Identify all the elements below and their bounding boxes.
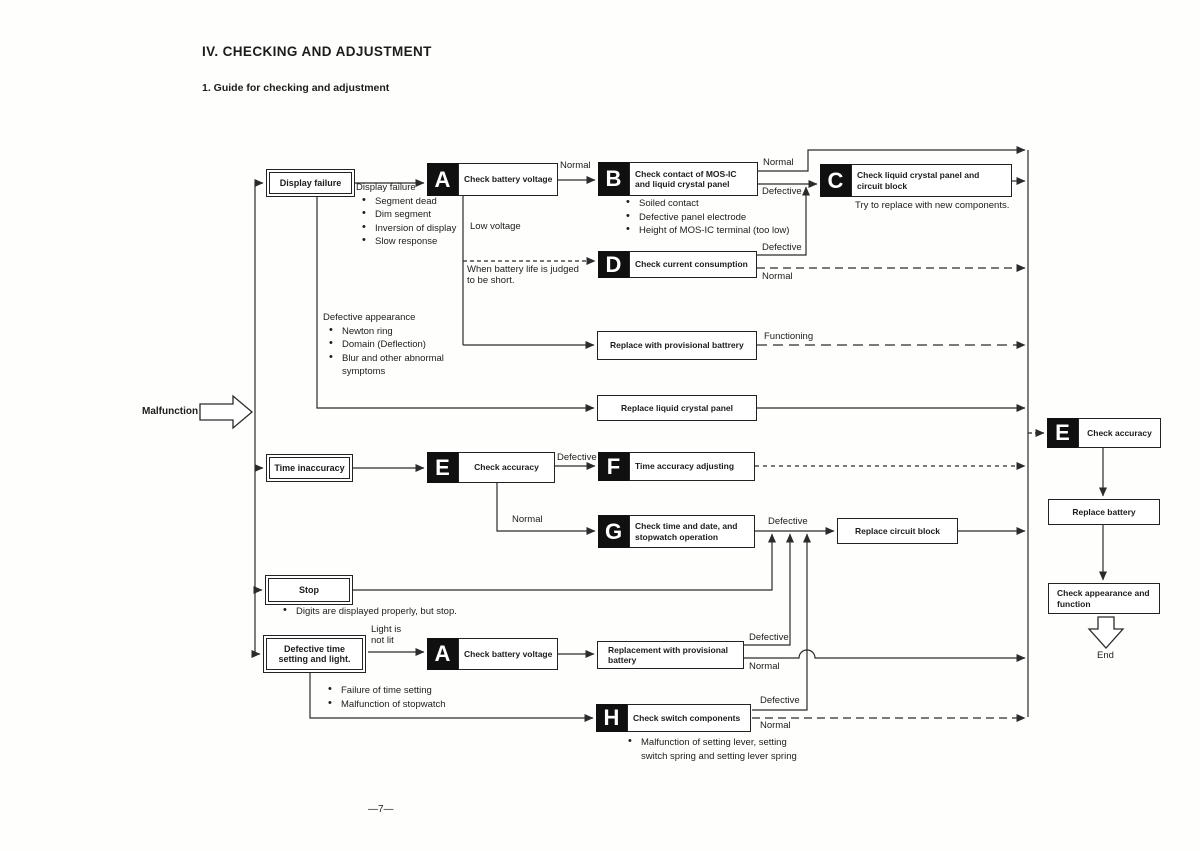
check-c-letter: C — [820, 164, 851, 197]
note-defective-appearance: Defective appearance Newton ring Domain … — [323, 311, 475, 379]
edge-replacement-normal — [743, 649, 1026, 662]
note-defective-appearance-title: Defective appearance — [323, 312, 416, 323]
check-e2-label: Check accuracy — [1078, 418, 1161, 448]
action-replace-battery: Replace battery — [1048, 499, 1160, 525]
label-light-not-lit: Light is not lit — [371, 624, 402, 646]
page-subtitle: 1. Guide for checking and adjustment — [202, 82, 390, 94]
end-label: End — [1097, 650, 1114, 661]
symptom-display-failure: Display failure — [266, 169, 355, 197]
label-d-defective: Defective — [762, 242, 802, 253]
edge-stop-riser — [353, 533, 776, 591]
symptom-stop: Stop — [265, 575, 353, 605]
check-f: F Time accuracy adjusting — [598, 452, 755, 481]
label-h-defective: Defective — [760, 695, 800, 706]
check-e2: E Check accuracy — [1047, 418, 1161, 448]
note-display-failure-title: Display failure — [356, 182, 416, 193]
label-h-normal: Normal — [760, 720, 791, 731]
label-b-defective: Defective — [762, 186, 802, 197]
check-d-label: Check current consumption — [629, 251, 757, 278]
check-a2-label: Check battery voltage — [458, 638, 559, 670]
check-b-letter: B — [598, 162, 629, 196]
note-item: Newton ring — [329, 324, 475, 339]
edge-defective-appearance — [316, 197, 595, 412]
note-item: Inversion of display — [362, 221, 506, 236]
check-f-letter: F — [598, 452, 629, 481]
check-g-label: Check time and date, and stopwatch opera… — [629, 515, 755, 548]
check-h: H Check switch components — [596, 704, 751, 732]
check-c: C Check liquid crystal panel and circuit… — [820, 164, 1012, 197]
check-e1-letter: E — [427, 452, 458, 483]
label-low-voltage: Low voltage — [470, 221, 521, 232]
check-g: G Check time and date, and stopwatch ope… — [598, 515, 755, 548]
check-e2-letter: E — [1047, 418, 1078, 448]
note-item: Domain (Deflection) — [329, 337, 475, 352]
note-item: Slow response — [362, 234, 506, 249]
check-a2-letter: A — [427, 638, 458, 670]
symptom-display-failure-label: Display failure — [269, 172, 352, 194]
check-h-label: Check switch components — [627, 704, 751, 732]
label-e-normal: Normal — [512, 514, 543, 525]
symptom-defective-time-setting-label: Defective time setting and light. — [266, 638, 363, 670]
check-b: B Check contact of MOS-IC and liquid cry… — [598, 162, 758, 196]
note-item: Height of MOS-IC terminal (too low) — [626, 223, 835, 238]
check-f-label: Time accuracy adjusting — [629, 452, 755, 481]
page-number: —7— — [368, 804, 394, 815]
note-item: Defective panel electrode — [626, 210, 835, 225]
check-d: D Check current consumption — [598, 251, 757, 278]
check-b-label: Check contact of MOS-IC and liquid cryst… — [629, 162, 758, 196]
action-replace-lcd-panel: Replace liquid crystal panel — [597, 395, 757, 421]
note-display-failure: Display failure Segment dead Dim segment… — [356, 181, 506, 249]
edge-e-normal-g — [496, 483, 596, 535]
action-check-appearance: Check appearance and function — [1048, 583, 1160, 614]
note-item: Malfunction of setting lever, setting sw… — [628, 735, 804, 763]
note-item: Segment dead — [362, 194, 506, 209]
malfunction-arrow — [199, 394, 254, 430]
check-e1-label: Check accuracy — [458, 452, 555, 483]
end-arrow — [1087, 616, 1125, 649]
note-stop: Digits are displayed properly, but stop. — [277, 604, 537, 619]
note-item: Digits are displayed properly, but stop. — [283, 604, 537, 619]
symptom-defective-time-setting: Defective time setting and light. — [263, 635, 366, 673]
check-a2: A Check battery voltage — [427, 638, 559, 670]
note-item: Failure of time setting — [328, 683, 532, 698]
check-d-letter: D — [598, 251, 629, 278]
check-h-letter: H — [596, 704, 627, 732]
symptom-stop-label: Stop — [268, 578, 350, 602]
edge-h-defective-riser — [752, 533, 811, 711]
note-defective-time: Failure of time setting Malfunction of s… — [322, 683, 532, 712]
label-b-normal: Normal — [763, 157, 794, 168]
check-a1-letter: A — [427, 163, 458, 196]
note-item: Dim segment — [362, 207, 506, 222]
check-a1-label: Check battery voltage — [458, 163, 559, 196]
label-g-defective: Defective — [768, 516, 808, 527]
label-d-normal: Normal — [762, 271, 793, 282]
edge-replacement-defective-riser — [743, 533, 794, 646]
label-replacement-defective: Defective — [749, 632, 789, 643]
label-e-defective: Defective — [557, 452, 597, 463]
symptom-time-inaccuracy-label: Time inaccuracy — [269, 457, 350, 479]
note-item: Malfunction of stopwatch — [328, 697, 532, 712]
action-replacement-provisional-battery: Replacement with provisional battery — [597, 641, 744, 669]
edge-defectivetime-h — [309, 673, 594, 722]
edge-b-normal-top — [758, 146, 1026, 172]
check-g-letter: G — [598, 515, 629, 548]
note-b-causes: Soiled contact Defective panel electrode… — [620, 196, 835, 238]
page-title: IV. CHECKING AND ADJUSTMENT — [202, 44, 432, 59]
check-e1: E Check accuracy — [427, 452, 555, 483]
note-c: Try to replace with new components. — [855, 200, 1010, 211]
symptom-time-inaccuracy: Time inaccuracy — [266, 454, 353, 482]
check-a1: A Check battery voltage — [427, 163, 559, 196]
note-item: Soiled contact — [626, 196, 835, 211]
entry-label: Malfunction — [142, 406, 199, 417]
label-a-b-normal: Normal — [560, 160, 591, 171]
action-replace-provisional-battrery: Replace with provisional battrery — [597, 331, 757, 360]
note-item: Blur and other abnormal symptoms — [329, 351, 475, 379]
label-replacement-normal: Normal — [749, 661, 780, 672]
action-replace-circuit-block: Replace circuit block — [837, 518, 958, 544]
note-h-causes: Malfunction of setting lever, setting sw… — [622, 735, 804, 763]
label-functioning: Functioning — [764, 331, 814, 342]
label-battery-life: When battery life is judged to be short. — [467, 264, 579, 286]
check-c-label: Check liquid crystal panel and circuit b… — [851, 164, 1012, 197]
